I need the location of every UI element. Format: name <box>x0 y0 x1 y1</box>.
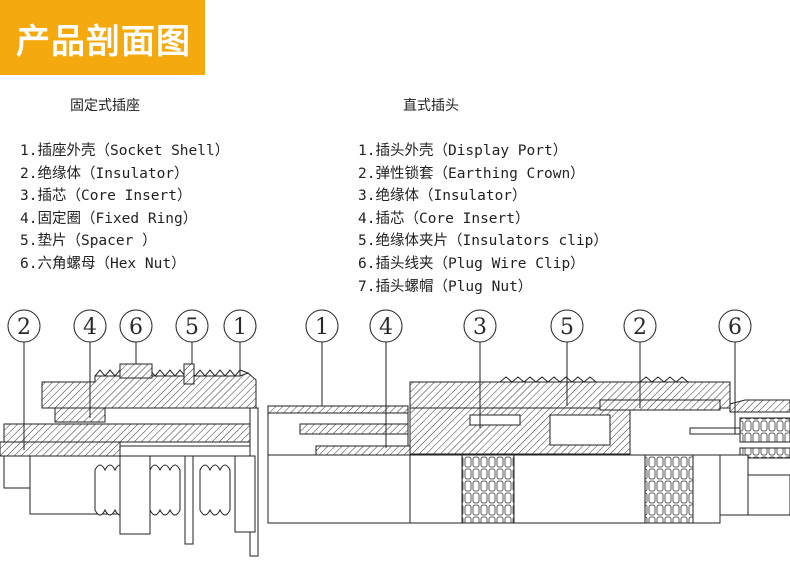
legend-item: 4.固定圈（Fixed Ring） <box>20 208 229 231</box>
header-banner: 产品剖面图 <box>0 0 205 75</box>
svg-text:1: 1 <box>233 315 247 340</box>
part-number: 4. <box>20 210 38 227</box>
part-name-en: （Plug Nut） <box>433 278 533 295</box>
part-name-cn: 固定圈 <box>37 210 81 227</box>
svg-text:6: 6 <box>129 315 143 340</box>
part-name-en: （Socket Shell） <box>95 143 230 159</box>
callout: 4 <box>73 309 107 418</box>
socket-insulator <box>3 423 251 443</box>
part-name-cn: 插头螺帽 <box>375 278 434 295</box>
svg-text:3: 3 <box>473 315 487 340</box>
svg-text:5: 5 <box>185 315 199 340</box>
part-name-cn: 插头外壳 <box>375 143 434 159</box>
socket-hex-nut <box>119 363 153 379</box>
socket-shell <box>41 372 257 409</box>
part-name-en: （Hex Nut） <box>95 255 186 272</box>
part-number: 1. <box>20 143 38 159</box>
part-name-en: （Core Insert） <box>404 210 530 227</box>
plug-callouts: 1 4 3 5 2 6 <box>305 309 752 448</box>
part-number: 3. <box>20 188 38 205</box>
legend-item: 4.插芯（Core Insert） <box>358 208 608 231</box>
plug-nut <box>729 399 790 413</box>
socket-section-title: 固定式插座 <box>70 98 140 114</box>
plug-knurl-right <box>644 454 694 524</box>
part-number: 2. <box>358 165 376 182</box>
callout: 2 <box>7 309 41 450</box>
part-number: 7. <box>358 278 376 295</box>
legend-item: 5.绝缘体夹片（Insulators clip） <box>358 230 608 253</box>
part-number: 1. <box>358 143 376 159</box>
legend-item: 6.插头线夹（Plug Wire Clip） <box>358 253 608 276</box>
part-name-cn: 绝缘体 <box>37 165 81 182</box>
socket-springs <box>94 464 231 516</box>
part-name-en: （Spacer ） <box>66 233 157 250</box>
socket-thread <box>94 369 249 377</box>
legend-item: 3.绝缘体（Insulator） <box>358 185 608 208</box>
socket-spacer <box>183 363 195 385</box>
page-title: 产品剖面图 <box>16 22 191 62</box>
svg-text:5: 5 <box>560 315 574 340</box>
svg-text:1: 1 <box>315 315 329 340</box>
part-number: 2. <box>20 165 38 182</box>
callout: 3 <box>463 309 497 428</box>
callout: 5 <box>175 309 209 364</box>
legend-item: 1.插座外壳（Socket Shell） <box>20 140 229 163</box>
callout: 5 <box>550 309 584 406</box>
part-name-cn: 绝缘体夹片 <box>375 233 448 250</box>
part-name-cn: 插座外壳 <box>37 143 96 159</box>
plug-drawing <box>267 376 790 524</box>
callout: 1 <box>223 309 257 376</box>
cross-section-drawing: 2 4 6 5 1 1 4 3 5 2 6 <box>0 309 790 557</box>
legend-item: 2.绝缘体（Insulator） <box>20 163 229 186</box>
svg-text:4: 4 <box>379 315 393 340</box>
socket-callouts: 2 4 6 5 1 <box>7 309 257 450</box>
socket-drawing <box>0 363 259 557</box>
part-name-cn: 六角螺母 <box>37 255 96 272</box>
plug-earthing-crown <box>599 399 721 411</box>
socket-core-insert <box>0 441 121 457</box>
callout: 6 <box>119 309 153 364</box>
part-number: 3. <box>358 188 376 205</box>
part-number: 4. <box>358 210 376 227</box>
part-name-en: （Display Port） <box>433 143 568 159</box>
part-number: 6. <box>358 255 376 272</box>
legend-item: 1.插头外壳（Display Port） <box>358 140 608 163</box>
part-name-en: （Insulators clip） <box>447 233 608 250</box>
part-name-en: （Plug Wire Clip） <box>433 255 585 272</box>
callout: 1 <box>305 309 339 406</box>
svg-text:2: 2 <box>633 315 647 340</box>
part-name-en: （Earthing Crown） <box>433 165 585 182</box>
plug-section-title: 直式插头 <box>403 98 459 114</box>
legend-item: 2.弹性锁套（Earthing Crown） <box>358 163 608 186</box>
legend-item: 3.插芯（Core Insert） <box>20 185 229 208</box>
svg-text:4: 4 <box>83 315 97 340</box>
callout: 4 <box>369 309 403 448</box>
plug-parts-legend: 1.插头外壳（Display Port） 2.弹性锁套（Earthing Cro… <box>358 140 608 298</box>
legend-item: 5.垫片（Spacer ） <box>20 230 229 253</box>
part-number: 5. <box>20 233 38 250</box>
part-name-cn: 垫片 <box>37 233 67 250</box>
legend-item: 7.插头螺帽（Plug Nut） <box>358 276 608 299</box>
socket-parts-legend: 1.插座外壳（Socket Shell） 2.绝缘体（Insulator） 3.… <box>20 140 229 276</box>
part-number: 6. <box>20 255 38 272</box>
part-name-cn: 弹性锁套 <box>375 165 434 182</box>
part-name-cn: 插芯 <box>375 210 405 227</box>
plug-knurl-left <box>461 454 515 524</box>
part-name-cn: 插头线夹 <box>375 255 434 272</box>
part-name-en: （Insulator） <box>80 165 189 182</box>
part-name-cn: 绝缘体 <box>375 188 419 205</box>
part-number: 5. <box>358 233 376 250</box>
part-name-en: （Fixed Ring） <box>80 210 198 227</box>
part-name-cn: 插芯 <box>37 188 67 205</box>
legend-item: 6.六角螺母（Hex Nut） <box>20 253 229 276</box>
part-name-en: （Insulator） <box>418 188 527 205</box>
callout: 2 <box>623 309 657 408</box>
svg-text:2: 2 <box>17 315 31 340</box>
part-name-en: （Core Insert） <box>66 188 192 205</box>
svg-text:6: 6 <box>728 315 742 340</box>
plug-shell <box>267 405 409 414</box>
socket-fixed-ring <box>54 407 106 423</box>
callout: 6 <box>718 309 752 434</box>
